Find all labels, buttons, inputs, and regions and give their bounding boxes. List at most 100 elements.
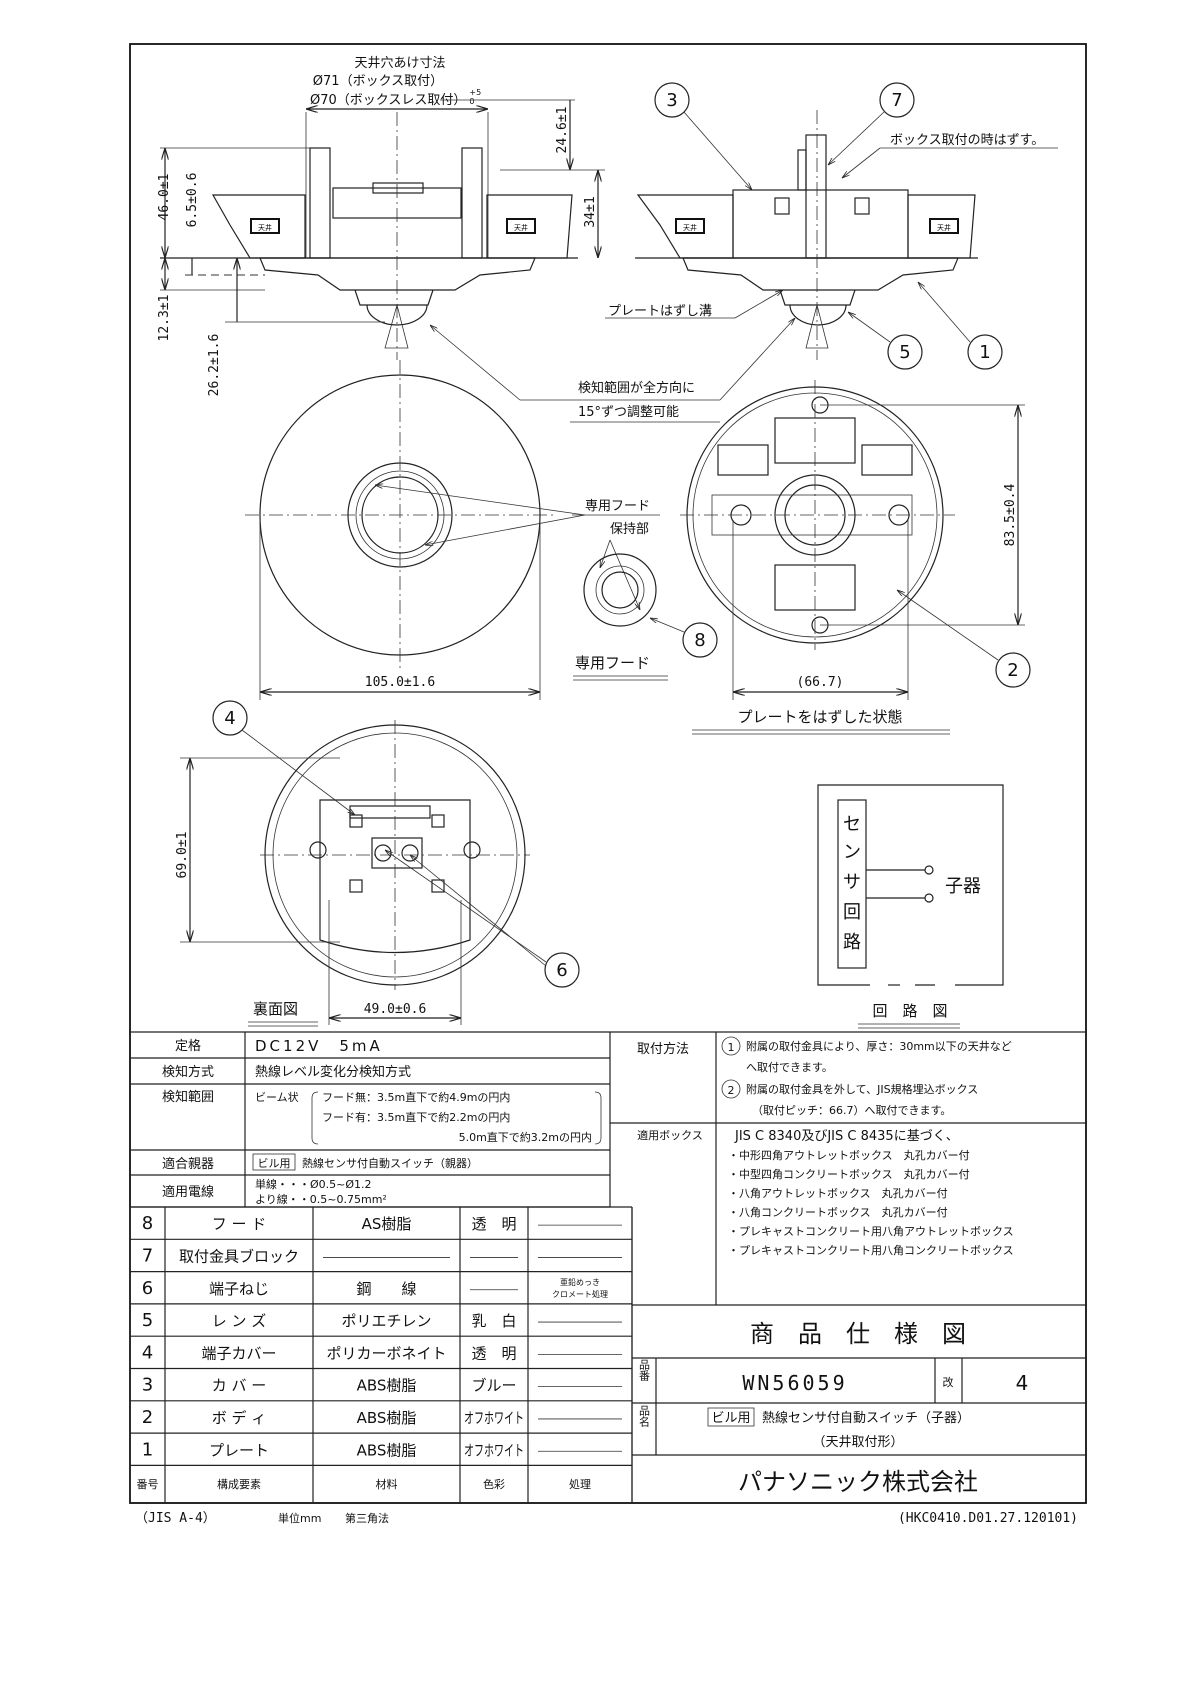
part-color: オフホワイト [464, 1441, 524, 1459]
circuit-sensor-char: ン [843, 842, 861, 863]
spec-range-line: フード有：3.5m直下で約2.2mの円内 [322, 1110, 510, 1124]
front-view: 105.0±1.6 専用フード 保持部 [245, 360, 660, 700]
circuit-diagram: セ ン サ 回 路 子器 回 路 図 [817, 784, 1004, 1029]
circuit-child-label: 子器 [945, 876, 981, 897]
circuit-sensor-char: 回 [843, 902, 861, 923]
footer: （JIS A-4） 単位mm 第三角法 (HKC0410.D01.27.1201… [135, 1511, 1078, 1526]
spec-value-rating: DC12V 5mA [255, 1037, 383, 1055]
part-material: ポリカーボネイト [326, 1344, 446, 1362]
part-treatment: 亜鉛めっき [560, 1277, 600, 1287]
spec-table: 定格 DC12V 5mA 検知方式 熱線レベル変化分検知方式 検知範囲 ビーム状… [130, 1031, 1086, 1208]
spec-range-line: フード無：3.5m直下で約4.9mの円内 [322, 1090, 510, 1104]
mounting-info: 取付方法 1 附属の取付金具により、厚さ：30mm以下の天井など へ取付できます… [610, 1032, 1086, 1503]
box-line: JIS C 8340及びJIS C 8435に基づく、 [734, 1129, 959, 1144]
box-line: ・プレキャストコンクリート用八角コンクリートボックス [728, 1244, 1014, 1257]
hood-holder-line2: 保持部 [610, 522, 649, 537]
part-material: ABS樹脂 [357, 1409, 417, 1427]
box-line: ・八角アウトレットボックス 丸孔カバー付 [728, 1187, 948, 1200]
product-name-sub: （天井取付形） [812, 1435, 903, 1450]
hole-tol-minus: 0 [469, 97, 474, 106]
hood-label: 専用フード [575, 654, 650, 672]
plate-removed-label: プレートをはずした状態 [737, 708, 902, 726]
mounting-num: 1 [728, 1041, 735, 1054]
detect-note: 検知範囲が全方向に 15°ずつ調整可能 [430, 318, 795, 423]
part-no: 3 [142, 1375, 153, 1396]
name-label: 品名 [638, 1405, 651, 1427]
spec-wire-line: 単線・・・Ø0.5~Ø1.2 [255, 1177, 372, 1191]
balloon-8: 8 [694, 630, 705, 651]
title-block: 商 品 仕 様 図 品番 WN56059 改 4 品名 ビル用 熱線センサ付自動… [632, 1304, 1086, 1496]
balloon-7: 7 [891, 90, 902, 111]
dim-49: 49.0±0.6 [364, 1002, 427, 1017]
part-material: ABS樹脂 [357, 1441, 417, 1459]
ceiling-tag: 天井 [514, 223, 528, 232]
spec-range-prefix: ビーム状 [255, 1090, 299, 1104]
hole-box: Ø71（ボックス取付） [313, 74, 443, 89]
company-name: パナソニック株式会社 [738, 1468, 978, 1496]
balloon-4: 4 [224, 708, 235, 729]
part-name: レ ン ズ [212, 1312, 267, 1330]
detect-note-line2: 15°ずつ調整可能 [578, 405, 679, 420]
mounting-num: 2 [728, 1084, 735, 1097]
circuit-label: 回 路 図 [872, 1002, 947, 1020]
spec-value-parent: 熱線センサ付自動スイッチ（親器） [302, 1156, 478, 1170]
mounting-line: （取付ピッチ：66.7）へ取付できます。 [752, 1104, 951, 1117]
balloon-2: 2 [1007, 660, 1018, 681]
part-no: 7 [142, 1245, 153, 1266]
dim-46: 46.0±1 [157, 174, 172, 221]
part-no-label: 品番 [638, 1359, 651, 1382]
balloons: 3 7 5 1 2 8 4 6 [212, 82, 1031, 988]
hole-boxless: Ø70（ボックスレス取付） [310, 93, 466, 108]
box-remove-note: ボックス取付の時はずす。 [890, 133, 1044, 148]
plate-removed-view: 83.5±0.4 (66.7) プレートをはずした状態 [680, 380, 1025, 735]
part-material: AS樹脂 [362, 1215, 412, 1233]
box-line: ・中形四角アウトレットボックス 丸孔カバー付 [728, 1149, 970, 1162]
hole-title: 天井穴あけ寸法 [354, 56, 445, 71]
box-line: ・中型四角コンクリートボックス 丸孔カバー付 [728, 1167, 970, 1181]
part-name: フ ー ド [212, 1215, 267, 1233]
title-block-title: 商 品 仕 様 図 [750, 1320, 966, 1348]
part-no: 6 [142, 1278, 153, 1299]
mounting-label: 取付方法 [637, 1041, 689, 1057]
dim-69: 69.0±1 [175, 832, 190, 879]
doc-code: (HKC0410.D01.27.120101) [898, 1511, 1078, 1526]
back-view: 69.0±1 49.0±0.6 裏面図 [175, 720, 530, 1027]
side-view-left: 天井穴あけ寸法 Ø71（ボックス取付） Ø70（ボックスレス取付） +5 0 天… [157, 56, 605, 396]
hood-holder-line1: 専用フード [585, 499, 650, 514]
ceiling-tag: 天井 [937, 223, 951, 232]
dim-66-7: (66.7) [797, 675, 844, 690]
ceiling-tag: 天井 [683, 223, 697, 232]
back-view-label: 裏面図 [253, 1000, 298, 1018]
part-treatment: クロメート処理 [552, 1289, 608, 1299]
part-name: プレート [209, 1441, 269, 1459]
part-color: ブルー [471, 1377, 516, 1395]
circuit-sensor-char: セ [843, 814, 861, 835]
part-name: 取付金具ブロック [179, 1247, 299, 1265]
balloon-3: 3 [666, 90, 677, 111]
detect-note-line1: 検知範囲が全方向に [578, 380, 695, 396]
part-name: カ バ ー [212, 1377, 267, 1395]
side-view-right: 天井 天井 ボックス取付の時はずす。 プレートはずし溝 [605, 110, 1058, 360]
box-line: ・八角コンクリートボックス 丸孔カバー付 [728, 1206, 948, 1219]
parts-header: 構成要素 [217, 1478, 261, 1491]
part-no: 2 [142, 1407, 153, 1428]
revision-label: 改 [943, 1375, 954, 1389]
dim-83-5: 83.5±0.4 [1003, 484, 1018, 547]
part-number: WN56059 [742, 1371, 847, 1395]
parts-header: 処理 [569, 1478, 591, 1491]
product-name: 熱線センサ付自動スイッチ（子器） [762, 1410, 970, 1426]
part-no: 4 [142, 1342, 153, 1363]
part-color: 透 明 [471, 1215, 516, 1233]
spec-label-rating: 定格 [175, 1038, 201, 1054]
balloon-1: 1 [979, 342, 990, 363]
part-name: ボ デ ィ [212, 1409, 267, 1427]
part-material: ABS樹脂 [357, 1377, 417, 1395]
revision-number: 4 [1016, 1371, 1029, 1395]
part-no: 5 [142, 1310, 153, 1331]
plate-groove-label: プレートはずし溝 [608, 304, 712, 319]
part-material: 鋼 線 [356, 1280, 416, 1298]
dim-12-3: 12.3±1 [157, 295, 172, 342]
dim-26-2: 26.2±1.6 [207, 334, 222, 397]
